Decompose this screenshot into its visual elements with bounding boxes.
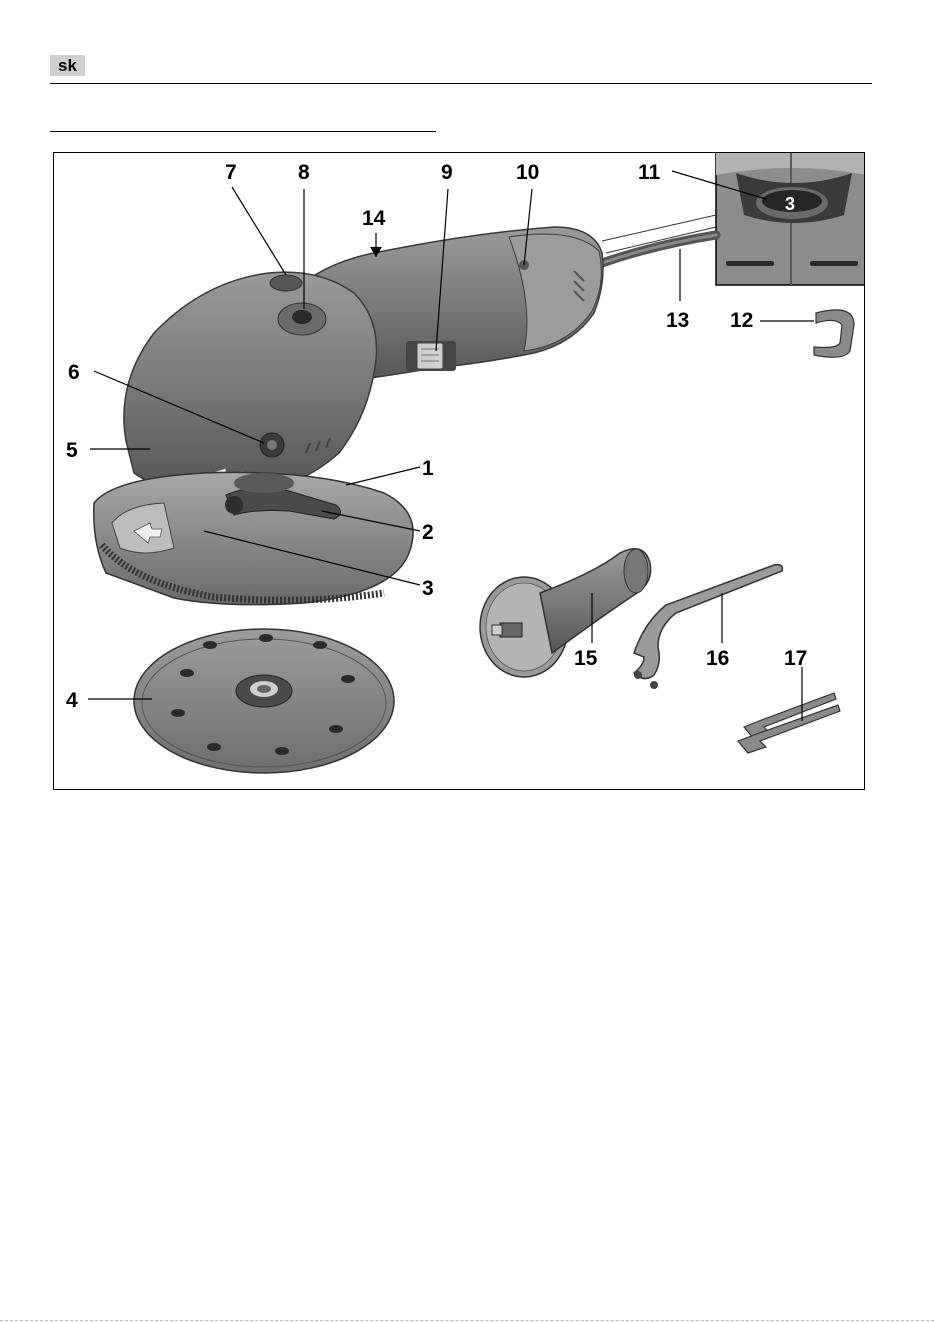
- spindle-lock-button: [292, 310, 312, 324]
- backing-pad: [134, 629, 394, 773]
- cord-clip: [814, 310, 854, 357]
- speed-dial-number: 3: [785, 194, 795, 214]
- section-rule: [50, 131, 436, 132]
- language-badge: sk: [50, 55, 85, 76]
- page-bottom-rule: [0, 1320, 934, 1321]
- callout-1: 1: [422, 457, 434, 480]
- callout-11: 11: [638, 161, 661, 184]
- gear-head: [124, 272, 377, 493]
- speed-dial-inset: 3: [716, 153, 865, 285]
- product-figure: 3: [53, 152, 865, 790]
- callout-16: 16: [706, 647, 729, 670]
- protective-hood: [94, 472, 413, 604]
- header-rule: [50, 83, 872, 84]
- angle-polisher-illustration: 3: [54, 153, 865, 790]
- callout-6: 6: [68, 361, 80, 384]
- two-pin-spanner: [634, 565, 782, 689]
- callout-4: 4: [66, 689, 78, 712]
- callout-13: 13: [666, 309, 689, 332]
- callout-14: 14: [362, 207, 386, 230]
- callout-10: 10: [516, 161, 539, 184]
- callout-17: 17: [784, 647, 807, 670]
- callout-2: 2: [422, 521, 434, 544]
- callout-8: 8: [298, 161, 310, 184]
- auxiliary-handle: [480, 549, 651, 677]
- callout-7: 7: [225, 161, 237, 184]
- callout-3: 3: [422, 577, 434, 600]
- callout-5: 5: [66, 439, 78, 462]
- callout-15: 15: [574, 647, 598, 670]
- callout-9: 9: [441, 161, 453, 184]
- on-off-switch: [417, 343, 443, 369]
- allen-keys: [738, 693, 840, 753]
- callout-12: 12: [730, 309, 753, 332]
